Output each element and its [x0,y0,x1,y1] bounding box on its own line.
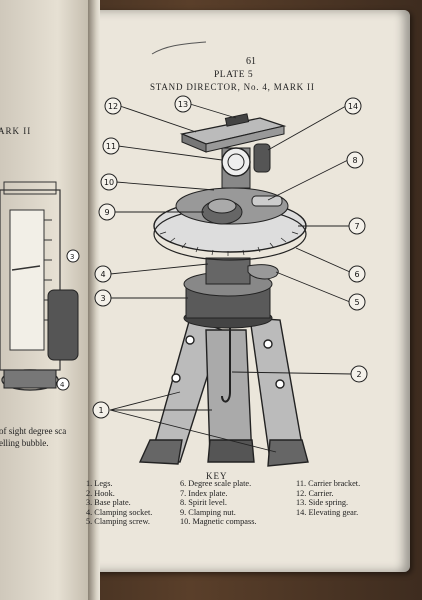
callout-label-8: 8 [352,156,357,165]
key-item: 3. Base plate. [86,498,131,507]
page-number: 61 [246,56,256,67]
key-item: 4. Clamping socket. [86,507,153,517]
magnetic-compass [221,147,251,177]
key-column-1: 1. Legs. 2. Hook. 3. Base plate. 4. Clam… [86,479,152,527]
left-page-text-line-1: of sight degree sca [0,426,67,436]
key-item: 8. Spirit level. [180,498,228,507]
callout-5 [348,293,366,311]
pencil-mark [151,41,207,55]
callout-label-7: 7 [354,222,359,231]
callout-label-3: 3 [100,294,105,303]
callout-markers [92,95,368,419]
callout-label-6: 6 [354,270,359,279]
key-item: 1. Legs. [86,479,113,488]
clamping-socket [205,257,251,285]
callout-label-5: 5 [354,298,359,307]
svg-text:4: 4 [60,381,65,389]
key-item: 13. Side spring. [296,498,349,507]
callout-11 [102,137,120,155]
callout-10 [100,173,118,191]
key-item: 7. Index plate. [180,488,228,498]
callout-label-13: 13 [178,100,188,109]
clamping-screw [247,264,279,280]
callout-9 [98,203,116,221]
callout-6 [348,265,366,283]
key-column-2: 6. Degree scale plate. 7. Index plate. 8… [180,479,257,527]
key-item: 12. Carrier. [296,488,334,498]
key-item: 11. Carrier bracket. [296,479,361,488]
left-page-heading: ARK II [0,126,32,136]
callout-13 [174,95,192,113]
key-item: 9. Clamping nut. [180,507,236,517]
left-page: ARK II 3 4 of sight degree sca elling bu… [0,0,96,600]
callout-label-11: 11 [106,142,116,151]
callout-label-2: 2 [356,370,361,379]
book-gutter [88,0,100,600]
key-item: 2. Hook. [86,488,115,498]
key-item: 5. Clamping screw. [86,517,150,526]
callout-2 [350,365,368,383]
elevating-gear [253,143,271,173]
leader-lines [109,103,353,453]
tripod-legs [138,317,309,467]
spirit-level [251,195,283,207]
callout-label-12: 12 [108,102,118,111]
side-spring [224,113,250,127]
callout-label-14: 14 [348,102,358,111]
callout-7 [348,217,366,235]
callout-12 [104,97,122,115]
callout-1 [92,401,110,419]
callout-label-9: 9 [104,208,109,217]
callout-label-4: 4 [100,270,105,279]
callout-8 [346,151,364,169]
callout-4 [94,265,112,283]
callout-label-10: 10 [104,178,114,187]
key-item: 6. Degree scale plate. [180,479,252,488]
left-page-illustration: 3 4 [0,181,80,391]
hook [221,320,231,403]
key-item: 10. Magnetic compass. [180,517,257,526]
callout-labels: 14 12 13 11 8 10 9 7 4 6 3 5 2 1 [98,100,361,415]
callout-14 [344,97,362,115]
key-item: 14. Elevating gear. [296,507,359,517]
plate-label: PLATE 5 [214,70,254,80]
key-column-3: 11. Carrier bracket. 12. Carrier. 13. Si… [296,479,360,517]
left-page-text-line-2: elling bubble. [0,438,49,448]
callout-label-1: 1 [98,406,103,415]
figure-caption: STAND DIRECTOR, No. 4, MARK II [150,82,315,92]
callout-3 [94,289,112,307]
svg-text:3: 3 [70,253,74,261]
key-title: KEY [206,471,228,481]
